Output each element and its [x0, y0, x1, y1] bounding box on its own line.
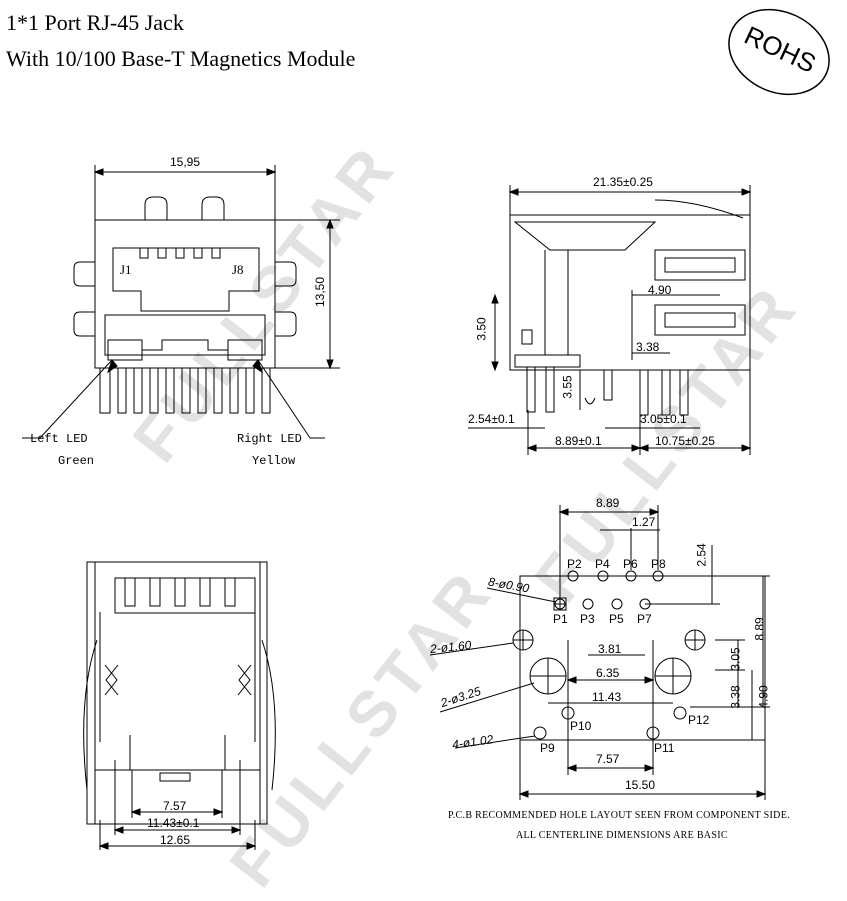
pin-p3: P3 [580, 612, 595, 626]
pcb-889-top-label: 8.89 [596, 496, 620, 510]
front-width-label: 15,95 [170, 155, 200, 169]
pin-p11: P11 [654, 741, 675, 755]
pin-p5: P5 [609, 612, 624, 626]
pin-p8: P8 [651, 557, 666, 571]
pcb-381-label: 3.81 [598, 642, 622, 656]
pcb-1550-label: 15.50 [625, 778, 656, 792]
pcb-635-label: 6.35 [596, 666, 620, 680]
bottom-757-label: 7.57 [163, 799, 187, 813]
front-height-label: 13,50 [313, 276, 328, 308]
drawing-canvas: 15,95 [22, 155, 770, 850]
pcb-1143-label: 11.43 [592, 690, 622, 704]
pcb-127-label: 1.27 [632, 515, 656, 529]
pin-p7: P7 [637, 612, 652, 626]
pcb-490-label: 4.90 [756, 685, 771, 709]
bottom-1143-label: 11.43±0.1 [147, 816, 200, 830]
page-subtitle: With 10/100 Base-T Magnetics Module [6, 46, 356, 71]
pin-p4: P4 [595, 557, 610, 571]
side-889-label: 8.89±0.1 [555, 434, 602, 448]
side-254-label: 2.54±0.1 [468, 412, 515, 426]
pin-p6: P6 [623, 557, 638, 571]
rohs-badge: ROHS [728, 8, 830, 96]
pcb-757-label: 7.57 [596, 752, 620, 766]
side-view [468, 185, 752, 455]
pin-p10: P10 [570, 719, 592, 733]
right-led-color: Yellow [252, 454, 296, 468]
pcb-889-right-label: 8.89 [752, 617, 767, 641]
side-355-label: 3.55 [560, 375, 575, 399]
side-338-label: 3.38 [636, 340, 660, 354]
side-490-label: 4.90 [648, 283, 672, 297]
pcb-note-1: P.C.B RECOMMENDED HOLE LAYOUT SEEN FROM … [448, 810, 790, 821]
bottom-1265-label: 12.65 [160, 833, 191, 847]
bottom-view [83, 561, 276, 850]
side-length-label: 21.35±0.25 [593, 175, 653, 189]
right-led-label: Right LED [237, 432, 302, 446]
pin-p2: P2 [567, 557, 582, 571]
side-1075-label: 10.75±0.25 [655, 434, 715, 448]
side-350-label: 3.50 [474, 317, 489, 341]
front-view: 15,95 [22, 155, 340, 439]
pin-p12: P12 [688, 713, 710, 727]
pcb-254-label: 2.54 [694, 543, 709, 567]
pin-label-j8: J8 [232, 262, 244, 277]
left-led-color: Green [58, 454, 95, 468]
pcb-305-label: 3.05 [728, 647, 743, 671]
pin-p1: P1 [553, 612, 568, 626]
pin-label-j1: J1 [120, 262, 132, 277]
pcb-note-2: ALL CENTERLINE DIMENSIONS ARE BASIC [516, 830, 728, 841]
side-305-label: 3.05±0.1 [640, 412, 687, 426]
left-led-label: Left LED [30, 432, 88, 446]
pin-p9: P9 [540, 741, 555, 755]
pcb-338-label: 3.38 [728, 685, 743, 709]
pcb-layout [429, 505, 770, 800]
page-title: 1*1 Port RJ-45 Jack [6, 10, 184, 35]
